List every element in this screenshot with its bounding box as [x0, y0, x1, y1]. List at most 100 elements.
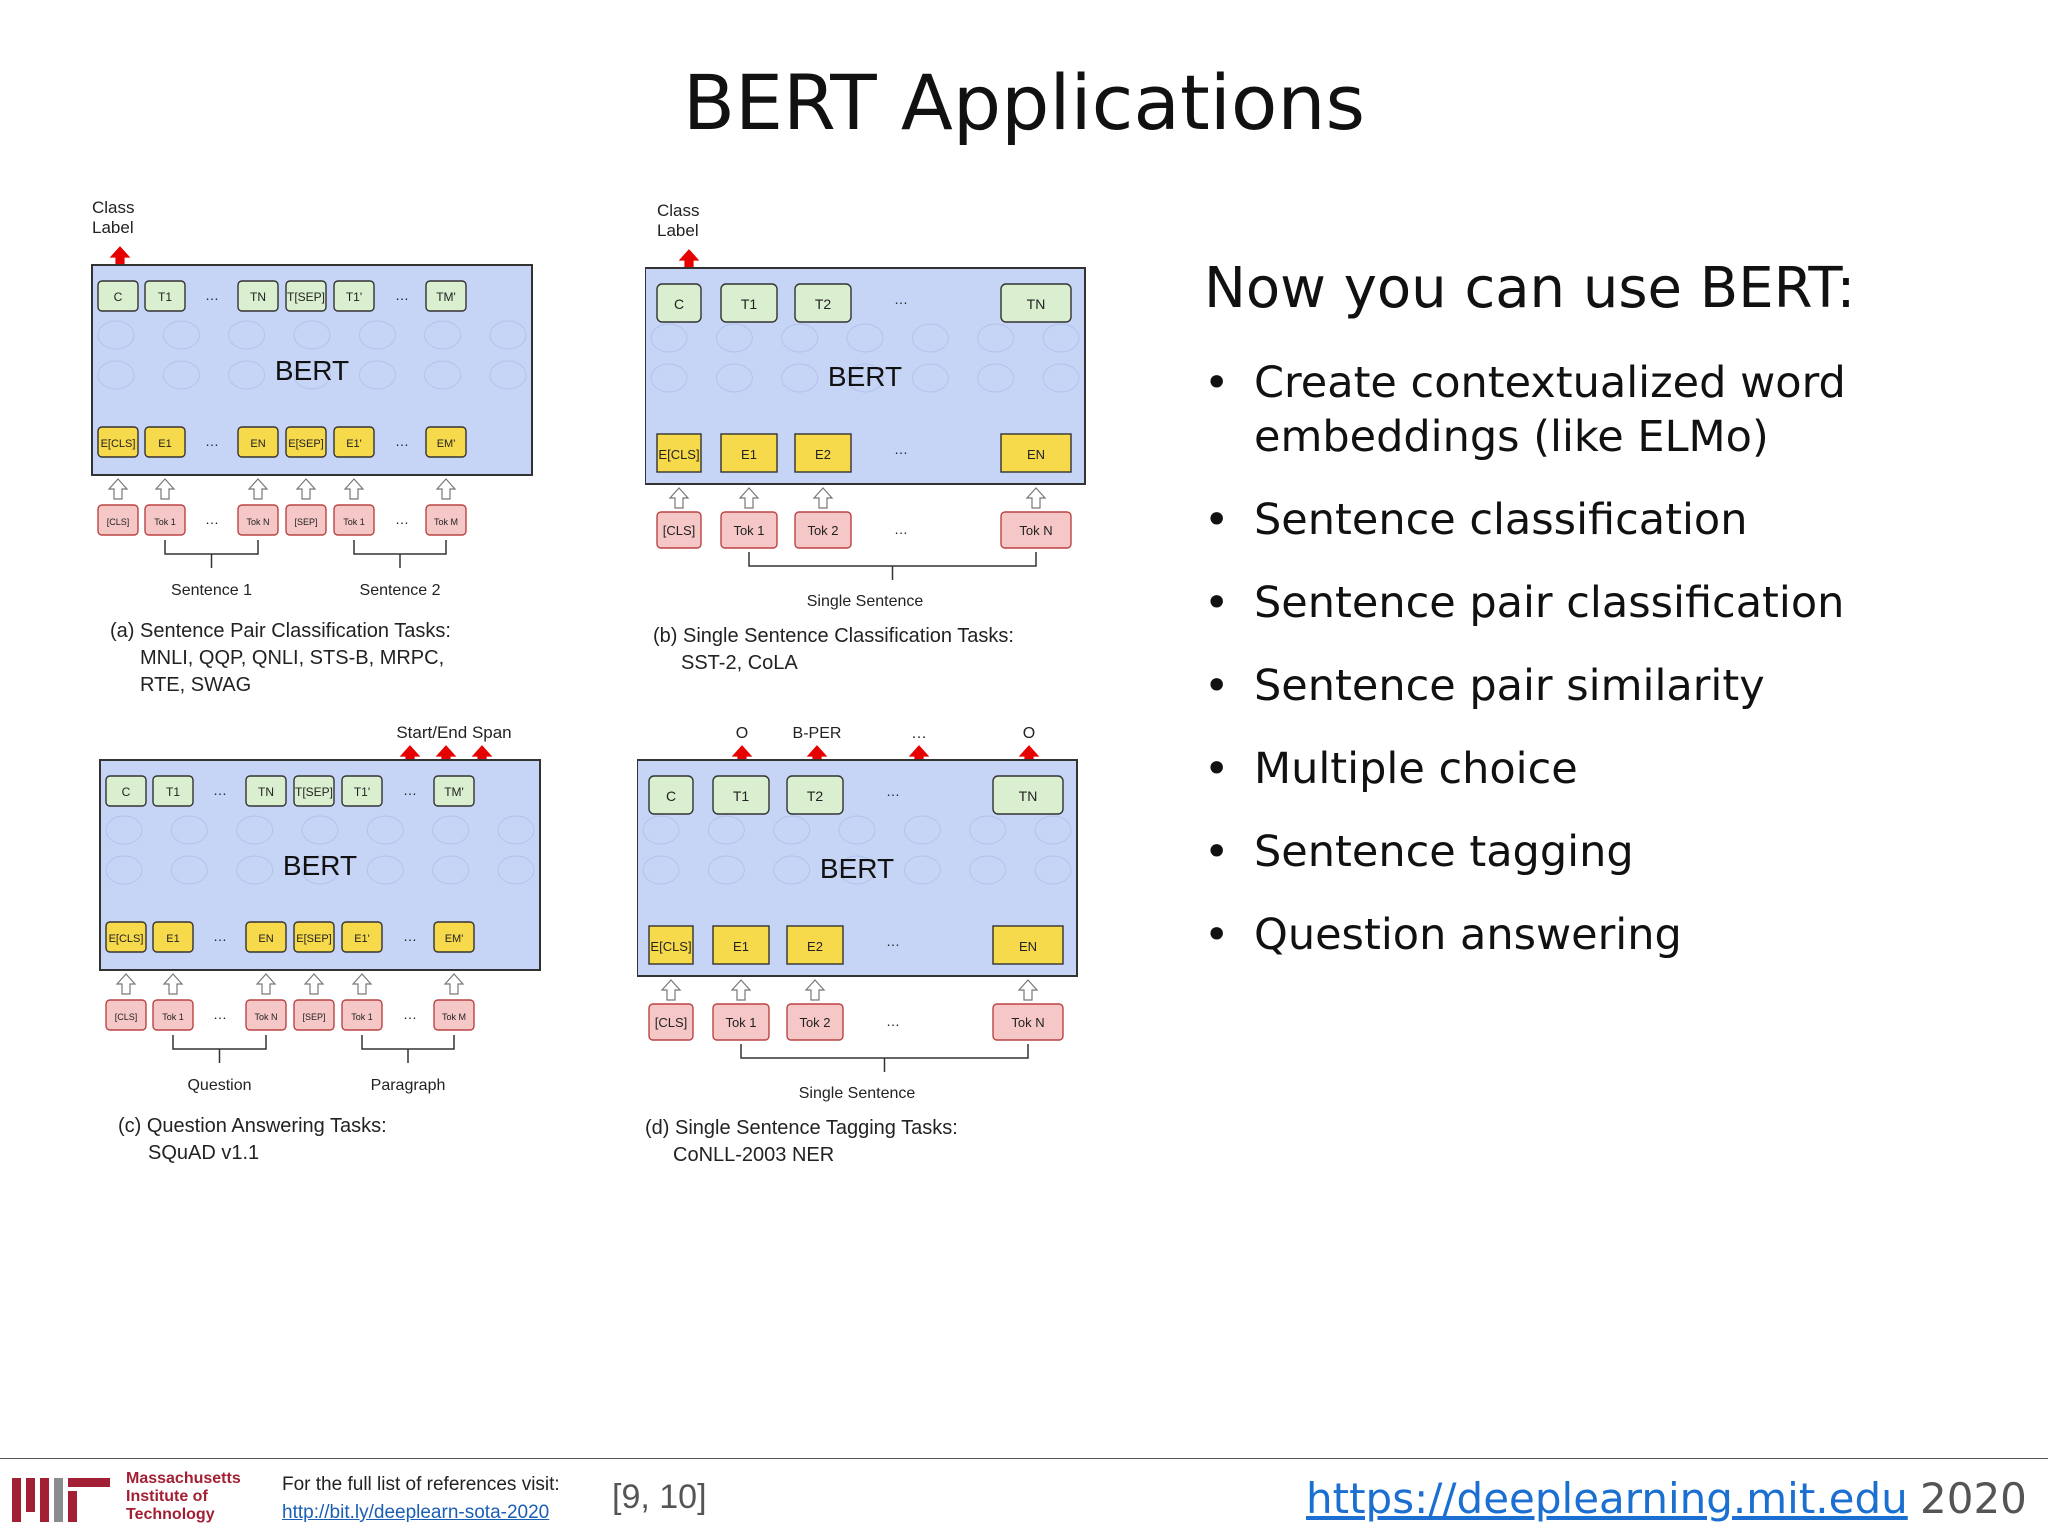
course-site-link[interactable]: https://deeplearning.mit.edu [1306, 1474, 1908, 1523]
input-token-text: [CLS] [107, 517, 130, 527]
output-token-box [144, 280, 186, 312]
output-token-text: T1 [166, 785, 180, 799]
use-item-pair-similarity: •Sentence pair similarity [1204, 661, 1765, 711]
output-token-box [794, 283, 852, 323]
input-token-text: [CLS] [663, 523, 696, 538]
output-token-box [433, 775, 475, 807]
bullet-glyph: • [1204, 495, 1230, 545]
embedding-token-text: EN [250, 438, 265, 450]
embedding-token-box [1000, 433, 1072, 473]
input-token-box [237, 504, 279, 536]
input-token-text: Tok 1 [351, 1012, 373, 1022]
class-label-text: Class [657, 201, 700, 220]
references-link[interactable]: http://bit.ly/deeplearn-sota-2020 [282, 1502, 550, 1523]
output-token-ellipsis: … [205, 287, 219, 303]
input-token-box [656, 511, 702, 549]
attention-connections [97, 320, 527, 390]
citation-numbers: [9, 10] [612, 1478, 707, 1516]
group-2-label: Paragraph [371, 1077, 446, 1094]
mit-wordmark: Massachusetts Institute of Technology [126, 1470, 241, 1523]
input-token-ellipsis: … [886, 1013, 900, 1029]
use-item-multiple-choice: •Multiple choice [1204, 744, 1578, 794]
use-item-sentence-classification: •Sentence classification [1204, 495, 1748, 545]
sentence-bracket [740, 1044, 1029, 1059]
embedding-token-box [992, 925, 1064, 965]
input-token-text: Tok N [246, 517, 269, 527]
embedding-token-box [341, 921, 383, 953]
input-token-text: Tok 1 [725, 1015, 756, 1030]
caption-line-1: (a) Sentence Pair Classification Tasks: [110, 620, 451, 642]
input-token-box [152, 999, 194, 1031]
output-token-box [341, 775, 383, 807]
input-up-arrow [804, 979, 826, 1001]
output-token-box [712, 775, 770, 815]
input-token-box [720, 511, 778, 549]
input-up-arrow [730, 979, 752, 1001]
embedding-token-ellipsis: … [894, 441, 908, 457]
embedding-token-text: EN [1027, 447, 1045, 462]
input-token-box [648, 1003, 694, 1041]
caption-line-2: SST-2, CoLA [681, 652, 798, 674]
embedding-token-text: E1 [166, 933, 179, 945]
input-token-box [433, 999, 475, 1031]
bullet-glyph: • [1204, 358, 1230, 408]
embedding-token-text: E1 [741, 447, 757, 462]
group-1-label: Single Sentence [799, 1085, 916, 1102]
input-token-box [341, 999, 383, 1031]
embedding-token-box [237, 426, 279, 458]
tag-label-text: … [911, 725, 927, 742]
bert-uses-heading: Now you can use BERT: [1204, 256, 1856, 321]
embedding-token-text: E1 [733, 939, 749, 954]
output-token-box [333, 280, 375, 312]
caption-line-2: SQuAD v1.1 [148, 1142, 259, 1164]
embedding-token-box [656, 433, 702, 473]
bert-uses-list: •Create contextualized word embeddings (… [1204, 356, 2024, 991]
use-item-pair-classification: •Sentence pair classification [1204, 578, 1845, 628]
output-token-box [1000, 283, 1072, 323]
input-token-text: Tok 2 [807, 523, 838, 538]
caption-line-1: (c) Question Answering Tasks: [118, 1115, 387, 1137]
input-token-text: [CLS] [655, 1015, 688, 1030]
group-2-bracket [353, 540, 447, 555]
output-token-box [786, 775, 844, 815]
group-1-label: Sentence 1 [171, 582, 252, 599]
group-2-label: Sentence 2 [360, 582, 441, 599]
output-token-text: TN [1027, 296, 1046, 312]
group-1-bracket [172, 1035, 267, 1050]
tag-label-text: O [1023, 725, 1035, 742]
embedding-token-text: E2 [807, 939, 823, 954]
input-token-ellipsis: … [213, 1006, 227, 1022]
input-token-box [1000, 511, 1072, 549]
output-token-text: C [666, 788, 676, 804]
embedding-token-box [648, 925, 694, 965]
input-up-arrow [154, 478, 176, 500]
embedding-token-box [720, 433, 778, 473]
class-label-text: Label [92, 218, 134, 237]
input-token-text: Tok 1 [162, 1012, 184, 1022]
embedding-token-text: E[CLS] [650, 939, 691, 954]
output-token-ellipsis: … [395, 287, 409, 303]
output-token-text: T1 [158, 290, 172, 304]
bullet-glyph: • [1204, 578, 1230, 628]
embedding-token-box [433, 921, 475, 953]
output-token-text: C [674, 296, 684, 312]
input-token-box [144, 504, 186, 536]
output-token-box [992, 775, 1064, 815]
input-token-box [105, 999, 147, 1031]
span-label-text: Start/End Span [396, 723, 511, 742]
output-token-box [648, 775, 694, 815]
embedding-token-text: E[CLS] [109, 933, 144, 945]
footer-divider [0, 1458, 2048, 1459]
embedding-token-box [425, 426, 467, 458]
input-up-arrow [303, 973, 325, 995]
embedding-token-text: E1' [354, 933, 370, 945]
input-up-arrow [295, 478, 317, 500]
mit-logo-icon [12, 1478, 110, 1522]
attention-connections [105, 815, 535, 885]
output-token-text: T1 [741, 296, 758, 312]
bullet-glyph: • [1204, 827, 1230, 877]
output-token-text: T1' [354, 785, 370, 799]
